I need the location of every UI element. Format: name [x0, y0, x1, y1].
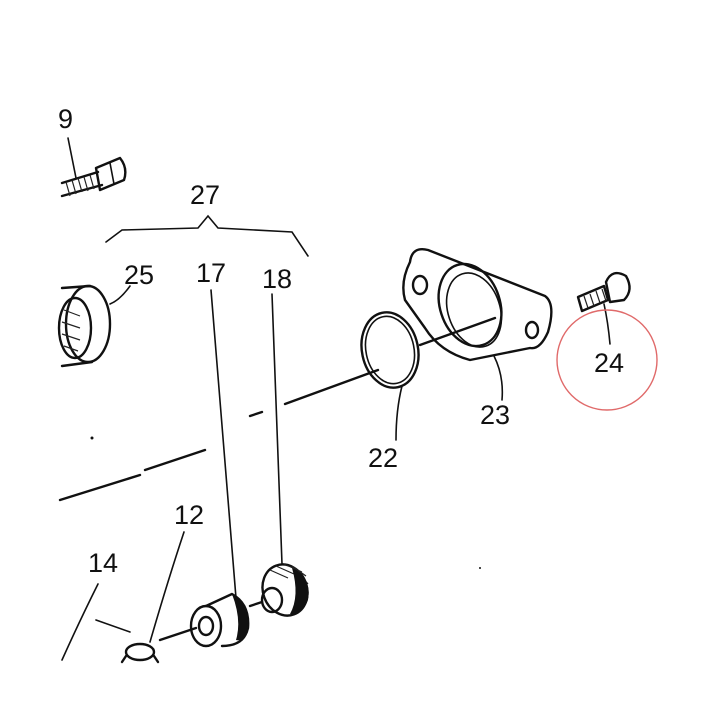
part-23-flange-housing: [402, 248, 553, 362]
callout-24: 24: [594, 348, 624, 378]
spacer-axis-line: [158, 626, 198, 642]
part-14-axis-line: [95, 619, 131, 633]
callout-25: 25: [124, 260, 154, 290]
ring-axis-line: [248, 600, 264, 608]
stray-mark: [479, 567, 481, 569]
callout-27: 27: [190, 180, 220, 210]
part-9-bolt: [60, 156, 127, 198]
callout-23: 23: [480, 400, 510, 430]
callout-18: 18: [262, 264, 292, 294]
part-25-roller: [57, 284, 112, 368]
stray-mark: [90, 436, 94, 440]
part-18-knurled-ring: [260, 563, 309, 617]
part-24-screw: [576, 271, 631, 313]
part-17-spacer: [189, 592, 250, 648]
highlight-circle: [556, 309, 658, 411]
callout-9: 9: [58, 104, 73, 134]
callout-17: 17: [196, 258, 226, 288]
callout-14: 14: [88, 548, 118, 578]
part-12-bushing: [120, 642, 160, 664]
callout-22: 22: [368, 443, 398, 473]
part-22-snap-ring: [360, 311, 420, 389]
callout-12: 12: [174, 500, 204, 530]
leader-lines: [61, 137, 611, 661]
assembly-axis: [58, 316, 497, 502]
